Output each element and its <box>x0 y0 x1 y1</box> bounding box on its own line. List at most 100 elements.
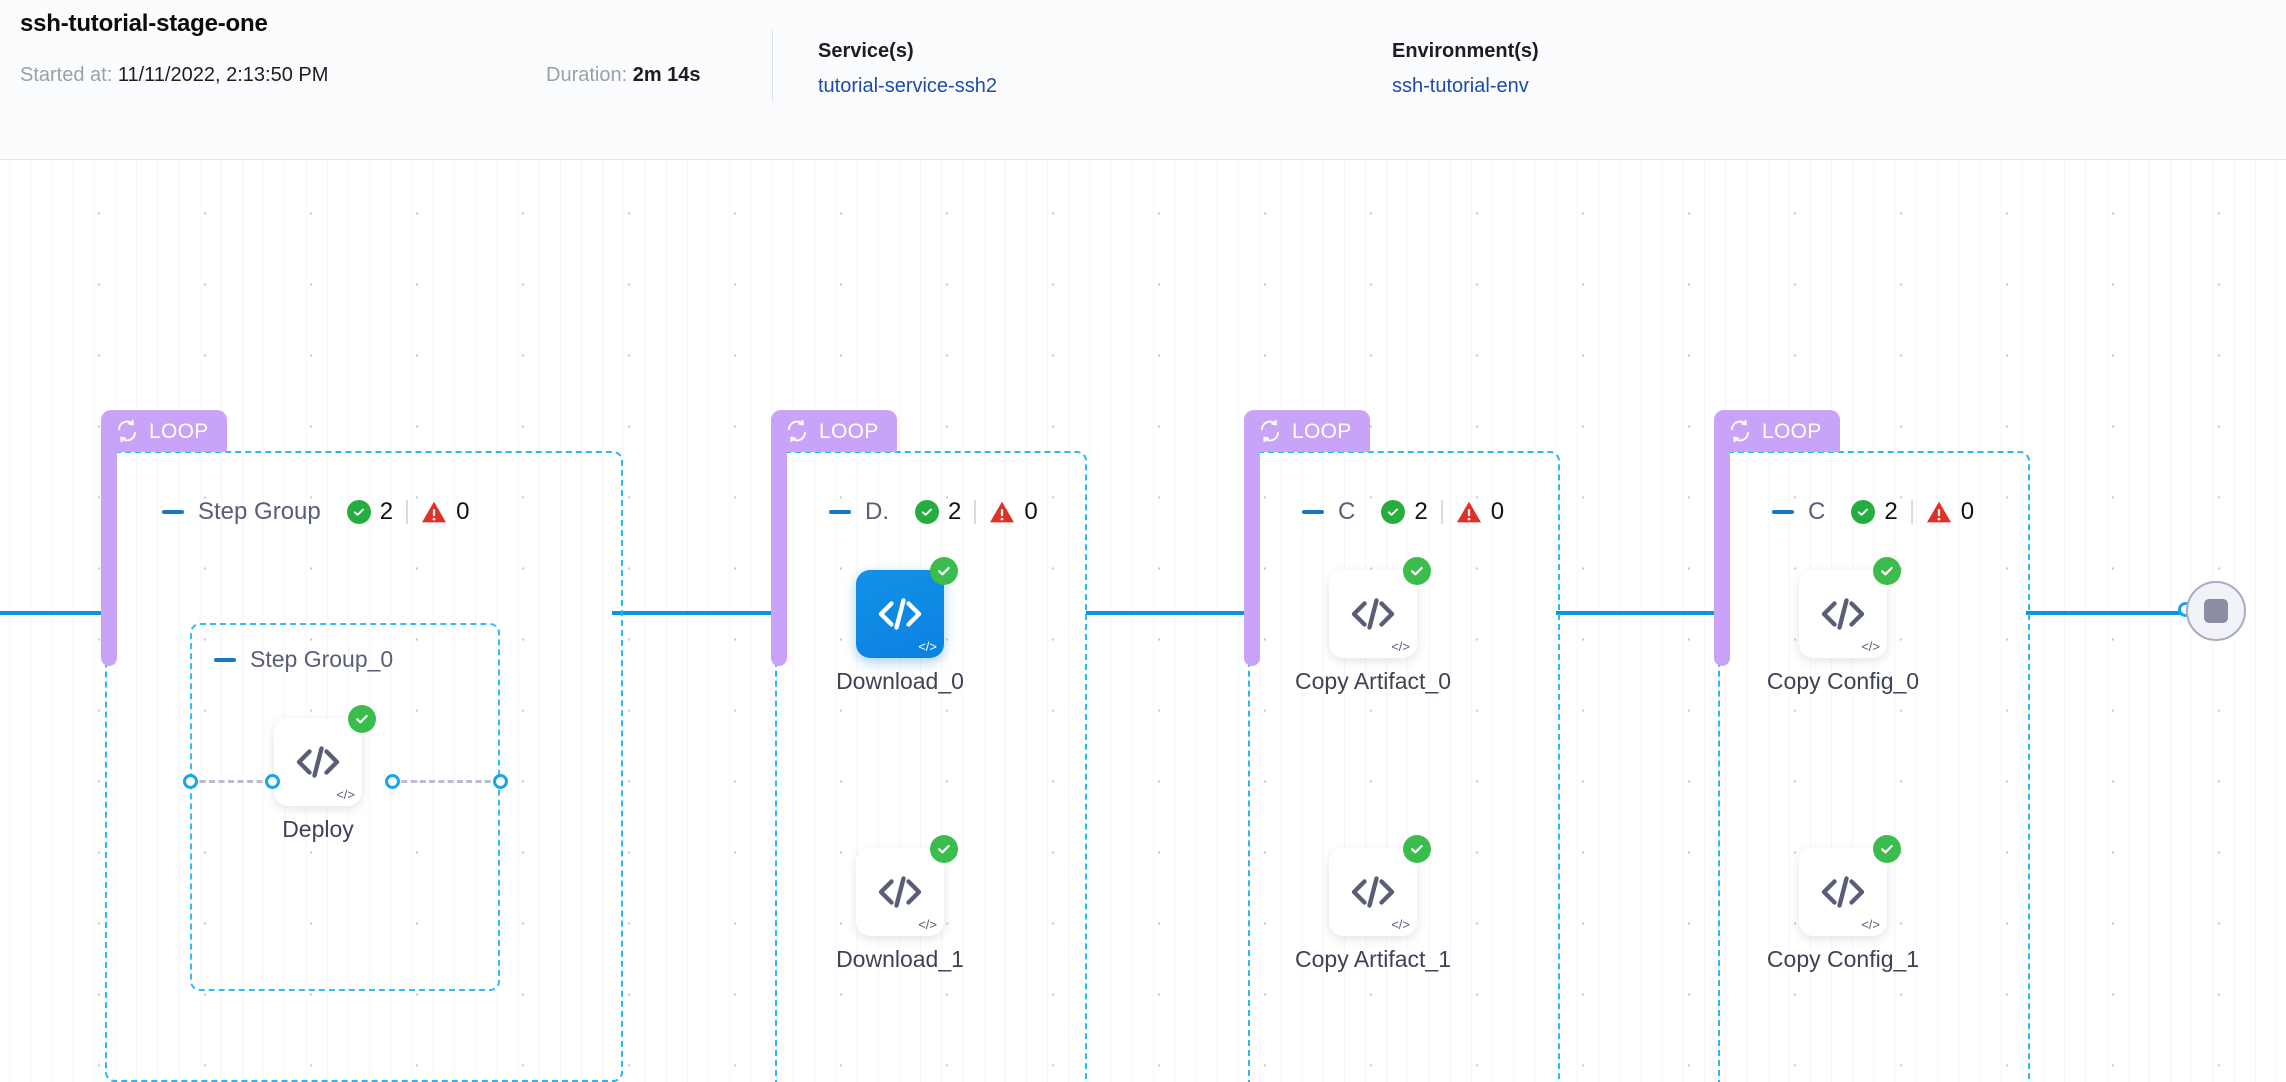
node-input-port[interactable] <box>265 774 280 789</box>
status-counts: 2 0 <box>1851 500 1974 524</box>
status-badge <box>1873 557 1901 585</box>
code-step-type-icon: </> <box>1861 917 1880 932</box>
status-badge <box>1403 557 1431 585</box>
count-divider <box>974 500 977 524</box>
loop-side-bar <box>1244 436 1260 666</box>
step-group-box[interactable] <box>105 451 623 1082</box>
pipeline-edge <box>2026 611 2186 615</box>
success-count: 2 <box>1884 498 1898 525</box>
step-node-copy-artifact-0[interactable]: </> Copy Artifact_0 <box>1295 557 1451 693</box>
warning-count: 0 <box>1024 498 1038 525</box>
copy-config-group-header: C 2 0 <box>1772 500 1974 524</box>
loop-badge[interactable]: LOOP <box>1244 410 1370 452</box>
step-node-label: Download_0 <box>836 668 964 694</box>
step-node-label: Copy Config_0 <box>1766 668 1920 694</box>
environment-link[interactable]: ssh-tutorial-env <box>1392 75 1529 97</box>
step-node-box[interactable]: </> <box>1799 835 1901 936</box>
count-divider <box>1910 500 1913 524</box>
loop-icon <box>1731 420 1749 442</box>
status-badge <box>1403 835 1431 863</box>
step-node-copy-config-1[interactable]: </> Copy Config_1 <box>1767 835 1919 971</box>
step-connector <box>190 780 272 783</box>
collapse-toggle-icon[interactable] <box>829 510 851 514</box>
pipeline-graph-canvas[interactable]: LOOP Step Group 2 0 Step Group_0 <box>0 160 2286 1082</box>
code-step-type-icon: </> <box>1391 639 1410 654</box>
download-group-header: D. 2 0 <box>829 500 1038 524</box>
code-brackets-icon <box>1351 876 1395 908</box>
step-node-label: Download_1 <box>836 946 964 972</box>
check-circle-icon <box>1851 500 1876 524</box>
copy-config-group-name: C <box>1808 498 1826 525</box>
stop-square-icon <box>2204 599 2228 623</box>
code-step-type-icon: </> <box>1391 917 1410 932</box>
loop-side-bar <box>771 436 787 666</box>
step-node-box[interactable]: </> <box>274 705 376 806</box>
group-input-port[interactable] <box>183 774 198 789</box>
code-brackets-icon <box>878 876 922 908</box>
step-node-box[interactable]: </> <box>856 557 958 658</box>
warning-count: 0 <box>1960 498 1975 525</box>
step-group-header: Step Group 2 0 <box>162 500 469 524</box>
started-at: Started at: 11/11/2022, 2:13:50 PM <box>20 62 328 88</box>
page-title: ssh-tutorial-stage-one <box>20 10 268 37</box>
pipeline-edge <box>1556 611 1716 615</box>
collapse-toggle-icon[interactable] <box>1772 510 1794 514</box>
copy-artifact-group-box[interactable] <box>1248 451 1560 1082</box>
started-at-value: 11/11/2022, 2:13:50 PM <box>117 64 329 86</box>
step-node-download-1[interactable]: </> Download_1 <box>836 835 964 971</box>
collapse-toggle-icon[interactable] <box>162 510 184 514</box>
step-node-deploy[interactable]: </> Deploy <box>274 705 376 841</box>
count-divider <box>406 500 409 524</box>
started-at-label: Started at: <box>20 64 113 86</box>
step-node-label: Copy Artifact_1 <box>1295 946 1451 972</box>
duration: Duration: 2m 14s <box>546 62 701 88</box>
loop-side-bar <box>1714 436 1730 666</box>
loop-icon <box>118 420 136 442</box>
step-node-box[interactable]: </> <box>856 835 958 936</box>
pipeline-edge <box>0 611 108 615</box>
step-node-box[interactable]: </> <box>1799 557 1901 658</box>
step-group-name: Step Group <box>198 498 321 525</box>
code-step-type-icon: </> <box>1861 639 1880 654</box>
collapse-toggle-icon[interactable] <box>214 657 236 662</box>
success-count: 2 <box>948 498 962 525</box>
copy-config-group-box[interactable] <box>1718 451 2030 1082</box>
step-node-copy-config-0[interactable]: </> Copy Config_0 <box>1767 557 1919 693</box>
step-connector <box>392 780 500 783</box>
loop-side-bar <box>101 436 117 666</box>
step-node-box[interactable]: </> <box>1329 557 1431 658</box>
environments-label: Environment(s) <box>1392 40 1539 62</box>
copy-artifact-group-name: C <box>1338 498 1356 525</box>
loop-badge-label: LOOP <box>1292 419 1352 443</box>
step-group-0-header: Step Group_0 <box>214 648 393 671</box>
node-output-port[interactable] <box>385 774 400 789</box>
download-group-box[interactable] <box>775 451 1087 1082</box>
loop-icon <box>1261 420 1279 442</box>
warning-triangle-icon <box>1926 501 1951 523</box>
pipeline-end-node[interactable] <box>2186 581 2246 641</box>
status-badge <box>930 557 958 585</box>
duration-value: 2m 14s <box>632 64 701 86</box>
step-node-copy-artifact-1[interactable]: </> Copy Artifact_1 <box>1295 835 1451 971</box>
loop-badge[interactable]: LOOP <box>1714 410 1840 452</box>
collapse-toggle-icon[interactable] <box>1302 510 1324 514</box>
code-step-type-icon: </> <box>918 917 937 932</box>
execution-header: ssh-tutorial-stage-one Started at: 11/11… <box>0 0 2286 160</box>
header-divider <box>772 30 773 102</box>
status-badge <box>348 705 376 733</box>
group-output-port[interactable] <box>493 774 508 789</box>
service-link[interactable]: tutorial-service-ssh2 <box>818 75 997 97</box>
step-node-download-0[interactable]: </> Download_0 <box>836 557 964 693</box>
duration-label: Duration: <box>546 64 628 86</box>
loop-badge[interactable]: LOOP <box>101 410 227 452</box>
status-counts: 2 0 <box>346 498 469 525</box>
code-brackets-icon <box>1821 876 1865 908</box>
pipeline-edge <box>1086 611 1246 615</box>
success-count: 2 <box>379 498 394 525</box>
code-brackets-icon <box>1821 598 1865 630</box>
code-brackets-icon <box>878 598 922 630</box>
warning-triangle-icon <box>990 501 1015 523</box>
step-group-0-box[interactable] <box>190 623 500 991</box>
step-node-box[interactable]: </> <box>1329 835 1431 936</box>
loop-badge[interactable]: LOOP <box>771 410 897 452</box>
